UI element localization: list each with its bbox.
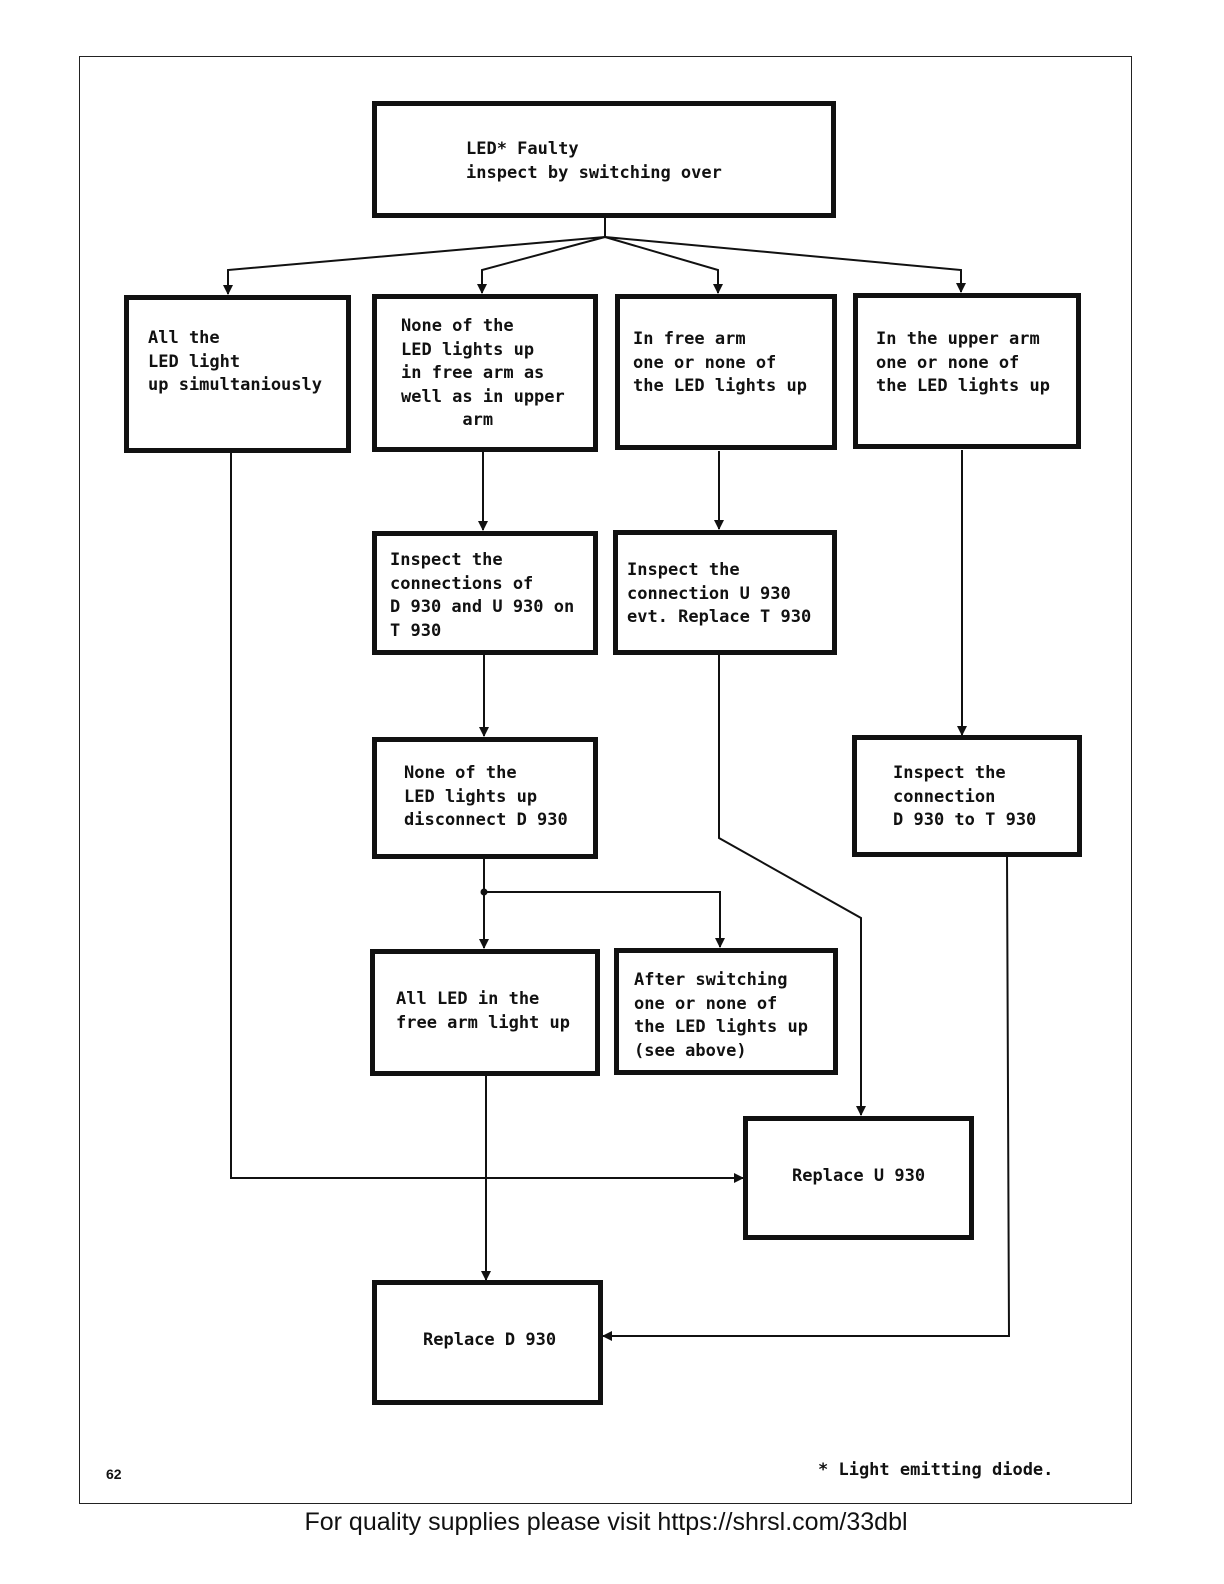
box-after-switching: After switching one or none of the LED l… (614, 948, 838, 1075)
page-frame (79, 56, 1132, 1504)
box-start: LED* Faulty inspect by switching over (372, 101, 836, 218)
box-replace-u930-text: Replace U 930 (792, 1166, 926, 1186)
connector-inspect-u930-to-replace-u930 (718, 655, 866, 1116)
connector-to-free-arm (604, 236, 723, 294)
junction-dot (480, 888, 488, 896)
box-none-both-arms-text: None of the LED lights up in free arm as… (401, 316, 565, 430)
box-all-led-text: All the LED light up simultaniously (148, 328, 322, 395)
connector-all-led-to-replace-u930 (230, 453, 744, 1183)
connector-to-after-switching (484, 891, 725, 948)
box-replace-d930: Replace D 930 (372, 1280, 603, 1405)
box-after-switching-text: After switching one or none of the LED l… (634, 970, 808, 1061)
box-inspect-d930-t930: Inspect the connection D 930 to T 930 (852, 735, 1082, 857)
box-free-arm-text: In free arm one or none of the LED light… (633, 329, 807, 396)
footer-text: For quality supplies please visit https:… (304, 1508, 908, 1536)
box-inspect-u930-text: Inspect the connection U 930 evt. Replac… (627, 560, 812, 627)
box-all-free-arm: All LED in the free arm light up (370, 949, 600, 1076)
box-all-free-arm-text: All LED in the free arm light up (396, 989, 570, 1033)
box-inspect-d930-u930: Inspect the connections of D 930 and U 9… (372, 531, 598, 655)
box-none-disconnect: None of the LED lights up disconnect D 9… (372, 737, 598, 859)
box-inspect-d930-u930-text: Inspect the connections of D 930 and U 9… (390, 550, 575, 641)
box-start-text: LED* Faulty inspect by switching over (466, 139, 722, 183)
connector-to-all-led (223, 236, 606, 295)
box-upper-arm: In the upper arm one or none of the LED … (853, 293, 1081, 449)
box-all-led: All the LED light up simultaniously (124, 295, 351, 453)
box-upper-arm-text: In the upper arm one or none of the LED … (876, 329, 1050, 396)
box-free-arm: In free arm one or none of the LED light… (615, 294, 837, 450)
connector-to-none-both (477, 236, 606, 294)
box-replace-u930: Replace U 930 (743, 1116, 974, 1240)
box-replace-d930-text: Replace D 930 (423, 1330, 557, 1350)
box-none-disconnect-text: None of the LED lights up disconnect D 9… (404, 763, 568, 830)
page-number: 62 (106, 1466, 122, 1482)
box-none-both-arms: None of the LED lights up in free arm as… (372, 294, 598, 452)
connector-inspect-d930-t930-to-replace-d930 (602, 855, 1011, 1341)
connector-to-upper-arm (604, 236, 966, 293)
footnote: * Light emitting diode. (818, 1460, 1054, 1480)
box-inspect-u930: Inspect the connection U 930 evt. Replac… (613, 530, 837, 655)
box-inspect-d930-t930-text: Inspect the connection D 930 to T 930 (893, 763, 1037, 830)
